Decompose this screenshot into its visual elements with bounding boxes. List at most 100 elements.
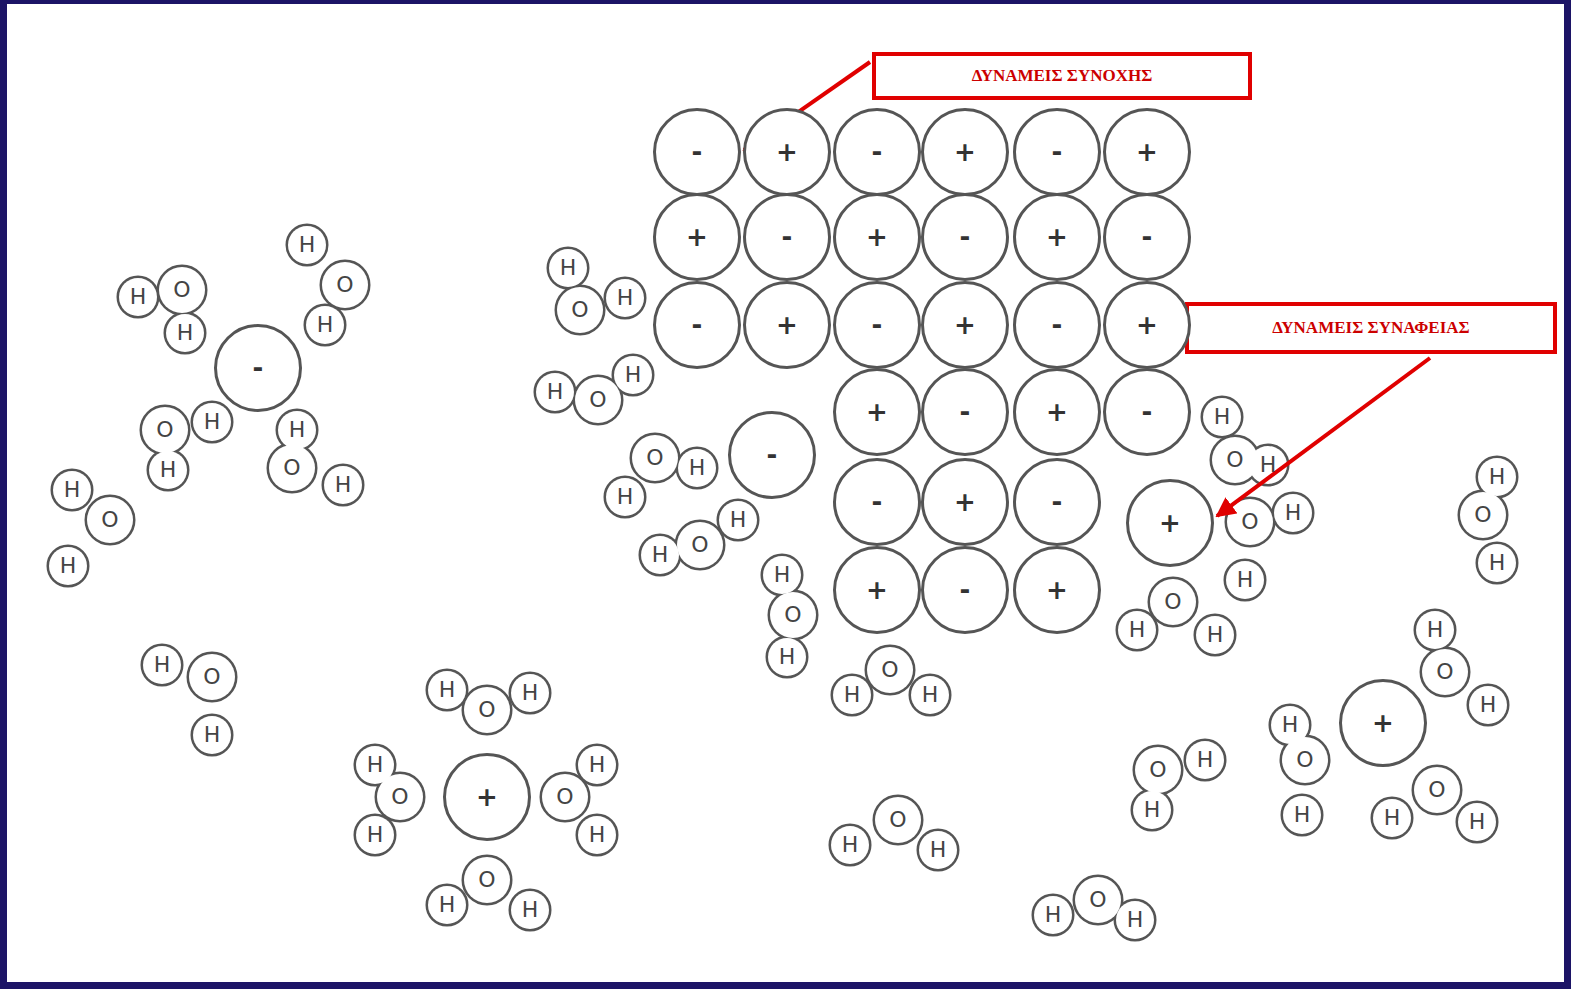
leader-arrow bbox=[1217, 358, 1430, 516]
atom-symbol: H bbox=[1207, 624, 1224, 646]
ion-circle: + bbox=[443, 753, 531, 841]
atom-symbol: O bbox=[391, 786, 408, 808]
water-molecule bbox=[833, 647, 949, 714]
atom-symbol: H bbox=[130, 286, 147, 308]
atom-fill bbox=[578, 746, 616, 784]
ion-circle: - bbox=[921, 193, 1009, 281]
atom-symbol: H bbox=[204, 724, 221, 746]
atom-outline bbox=[1133, 791, 1171, 829]
ion-circle: + bbox=[743, 281, 831, 369]
water-molecule bbox=[763, 556, 816, 676]
atom-fill bbox=[1460, 492, 1506, 538]
atom-symbol: O bbox=[1226, 449, 1243, 471]
atom-fill bbox=[428, 671, 466, 709]
ion-charge: - bbox=[1052, 489, 1063, 515]
ion-circle: + bbox=[921, 108, 1009, 196]
ion-charge: - bbox=[767, 442, 778, 468]
atom-fill bbox=[867, 647, 913, 693]
atom-fill bbox=[1133, 791, 1171, 829]
atom-fill bbox=[143, 646, 181, 684]
ion-charge: + bbox=[686, 224, 708, 250]
ion-charge: + bbox=[776, 312, 798, 338]
atom-outline bbox=[53, 471, 91, 509]
ion-circle: - bbox=[921, 546, 1009, 634]
atom-fill bbox=[288, 226, 326, 264]
atom-symbol: H bbox=[64, 479, 81, 501]
ion-charge: + bbox=[1136, 312, 1158, 338]
atom-symbol: H bbox=[1469, 811, 1486, 833]
atom-outline bbox=[768, 638, 806, 676]
ion-charge: - bbox=[872, 312, 883, 338]
atom-symbol: O bbox=[1474, 504, 1491, 526]
water-molecule bbox=[1034, 877, 1154, 939]
atom-outline bbox=[193, 716, 231, 754]
atom-symbol: H bbox=[60, 555, 77, 577]
atom-symbol: O bbox=[101, 509, 118, 531]
atom-fill bbox=[159, 267, 205, 313]
atom-fill bbox=[763, 556, 801, 594]
water-molecule bbox=[1118, 579, 1234, 654]
atom-symbol: O bbox=[881, 659, 898, 681]
atom-fill bbox=[1458, 803, 1496, 841]
atom-outline bbox=[278, 411, 316, 449]
atom-symbol: H bbox=[367, 824, 384, 846]
atom-symbol: H bbox=[689, 457, 706, 479]
atom-outline bbox=[875, 797, 921, 843]
atom-outline bbox=[322, 262, 368, 308]
atom-symbol: H bbox=[1489, 552, 1506, 574]
atom-fill bbox=[511, 674, 549, 712]
ion-charge: + bbox=[954, 312, 976, 338]
ion-charge: + bbox=[1159, 510, 1181, 536]
atom-outline bbox=[578, 746, 616, 784]
ion-charge: + bbox=[1372, 710, 1394, 736]
atom-symbol: H bbox=[335, 474, 352, 496]
atom-fill bbox=[614, 356, 652, 394]
atom-fill bbox=[193, 403, 231, 441]
water-molecule bbox=[143, 646, 235, 754]
atom-outline bbox=[1196, 616, 1234, 654]
atom-fill bbox=[428, 886, 466, 924]
ion-circle: + bbox=[1013, 368, 1101, 456]
atom-fill bbox=[269, 445, 315, 491]
atom-outline bbox=[578, 816, 616, 854]
atom-fill bbox=[557, 287, 603, 333]
atom-fill bbox=[87, 497, 133, 543]
water-molecule bbox=[1373, 767, 1496, 841]
atom-symbol: H bbox=[844, 684, 861, 706]
atom-symbol: H bbox=[547, 381, 564, 403]
atom-fill bbox=[919, 831, 957, 869]
atom-fill bbox=[322, 262, 368, 308]
atom-fill bbox=[193, 716, 231, 754]
ion-circle: + bbox=[833, 193, 921, 281]
atom-outline bbox=[549, 249, 587, 287]
atom-symbol: H bbox=[560, 257, 577, 279]
atom-fill bbox=[875, 797, 921, 843]
atom-symbol: O bbox=[336, 274, 353, 296]
atom-fill bbox=[356, 816, 394, 854]
ion-circle: + bbox=[1339, 679, 1427, 767]
atom-outline bbox=[1458, 803, 1496, 841]
atom-fill bbox=[324, 466, 362, 504]
water-molecule bbox=[1416, 611, 1507, 724]
ion-charge: + bbox=[1046, 224, 1068, 250]
water-molecule bbox=[428, 671, 549, 733]
atom-fill bbox=[1469, 686, 1507, 724]
atom-outline bbox=[142, 407, 188, 453]
atom-symbol: O bbox=[1428, 779, 1445, 801]
atom-fill bbox=[1373, 799, 1411, 837]
water-molecule bbox=[1271, 706, 1328, 834]
atom-fill bbox=[542, 774, 588, 820]
ion-charge: - bbox=[1052, 139, 1063, 165]
atom-fill bbox=[1186, 741, 1224, 779]
atom-fill bbox=[278, 411, 316, 449]
atom-outline bbox=[511, 674, 549, 712]
atom-outline bbox=[1150, 579, 1196, 625]
atom-fill bbox=[549, 249, 587, 287]
atom-outline bbox=[1034, 896, 1072, 934]
atom-fill bbox=[641, 536, 679, 574]
atom-outline bbox=[1414, 767, 1460, 813]
atom-outline bbox=[1478, 458, 1516, 496]
atom-symbol: H bbox=[625, 364, 642, 386]
atom-outline bbox=[159, 267, 205, 313]
atom-outline bbox=[542, 774, 588, 820]
